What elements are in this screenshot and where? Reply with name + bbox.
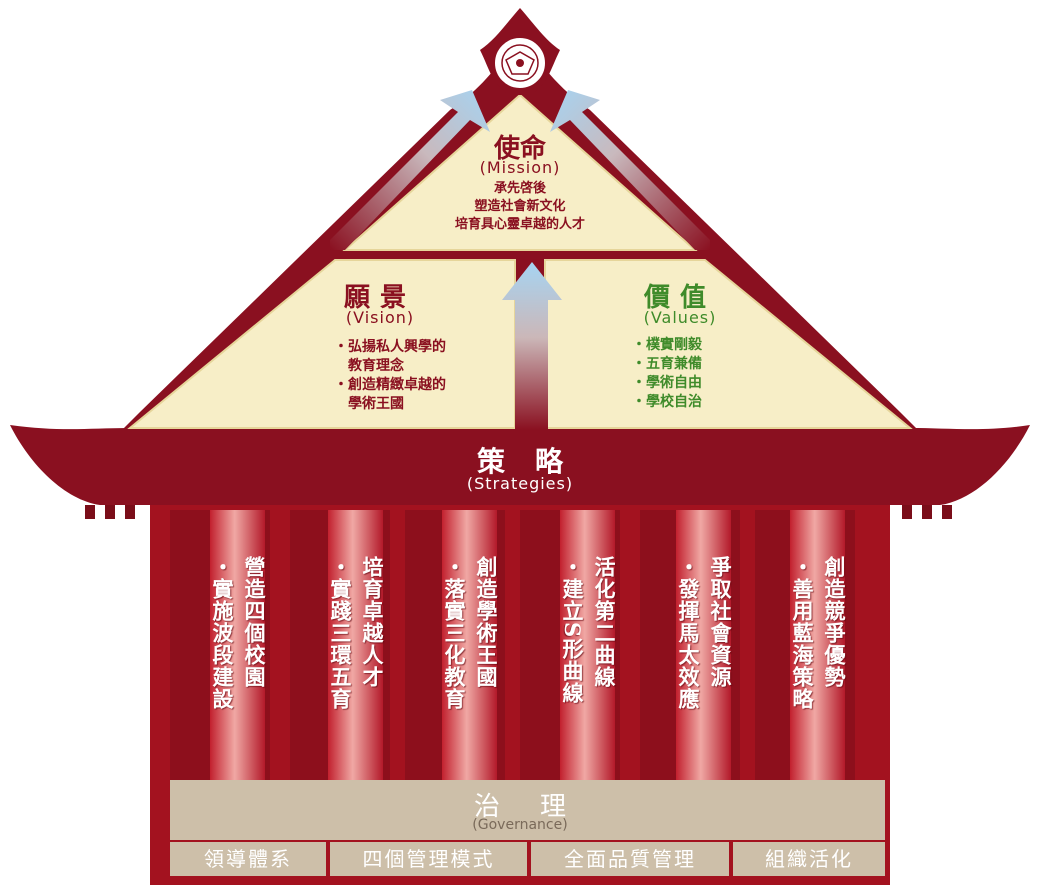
emblem-icon: [480, 8, 560, 95]
governance-subtitle: (Governance): [472, 817, 568, 833]
governance-title: 治理: [473, 792, 606, 822]
strategy-line: ・實踐三環五育: [328, 556, 353, 710]
strategy-column-5: 爭取社會資源 ・發揮馬太效應: [676, 556, 733, 710]
strategy-line: ・善用藍海策略: [790, 556, 815, 710]
mission-list: 承先啓後 塑造社會新文化 培育具心靈卓越的人才: [400, 180, 640, 234]
list-item: ・創造精緻卓越的: [334, 377, 446, 393]
strategy-line: 活化第二曲線: [592, 556, 617, 688]
list-item: ・五育兼備: [632, 356, 702, 372]
list-item: ・學校自治: [632, 394, 702, 410]
arrow-right-icon: [550, 90, 710, 250]
vision-list: ・弘揚私人興學的 教育理念 ・創造精緻卓越的 學術王國: [334, 338, 534, 414]
list-item: 學術王國: [334, 396, 404, 412]
governance-item: 四個管理模式: [362, 847, 495, 871]
arrow-left-icon: [330, 90, 490, 250]
list-item: 承先啓後: [493, 181, 546, 196]
strategy-line: 創造競爭優勢: [822, 556, 847, 688]
values-title: 價值: [643, 283, 716, 313]
mission-title: 使命: [493, 134, 546, 164]
strategy-line: ・落實三化教育: [442, 556, 467, 710]
strategies-title: 策略: [476, 445, 593, 478]
strategy-line: 創造學術王國: [474, 556, 499, 688]
pillars: [170, 510, 855, 780]
list-item: ・學術自由: [632, 375, 702, 391]
list-item: 教育理念: [334, 358, 404, 374]
governance-item: 領導體系: [204, 847, 292, 871]
governance-band: [170, 780, 885, 840]
roof-eave: [10, 425, 1030, 505]
strategy-line: ・建立S形曲線: [560, 556, 585, 705]
strategy-column-3: 創造學術王國 ・落實三化教育: [442, 556, 499, 710]
strategy-column-1: 營造四個校園 ・實施波段建設: [210, 556, 267, 710]
mission-subtitle: (Mission): [479, 158, 561, 177]
strategy-column-2: 培育卓越人才 ・實踐三環五育: [328, 556, 385, 710]
mission-panel: [342, 93, 698, 251]
strategy-line: 營造四個校園: [242, 556, 267, 688]
list-item: 培育具心靈卓越的人才: [454, 217, 585, 232]
strategy-line: ・實施波段建設: [210, 556, 235, 710]
strategies-subtitle: (Strategies): [466, 474, 574, 493]
vision-title: 願景: [343, 283, 416, 313]
eave-dentils: [85, 505, 952, 519]
strategy-line: 培育卓越人才: [360, 556, 385, 688]
strategy-column-4: 活化第二曲線 ・建立S形曲線: [560, 556, 617, 704]
governance-item: 全面品質管理: [564, 847, 696, 871]
list-item: ・樸實剛毅: [632, 337, 702, 353]
vision-subtitle: (Vision): [345, 308, 415, 327]
strategy-line: 爭取社會資源: [708, 556, 733, 688]
values-list: ・樸實剛毅 ・五育兼備 ・學術自由 ・學校自治: [632, 336, 772, 412]
list-item: 塑造社會新文化: [474, 199, 566, 214]
arrow-center-icon: [502, 262, 562, 430]
strategy-line: ・發揮馬太效應: [676, 556, 701, 710]
strategy-column-6: 創造競爭優勢 ・善用藍海策略: [790, 556, 847, 710]
values-subtitle: (Values): [643, 308, 717, 327]
list-item: ・弘揚私人興學的: [334, 339, 446, 355]
governance-item: 組織活化: [765, 847, 853, 871]
